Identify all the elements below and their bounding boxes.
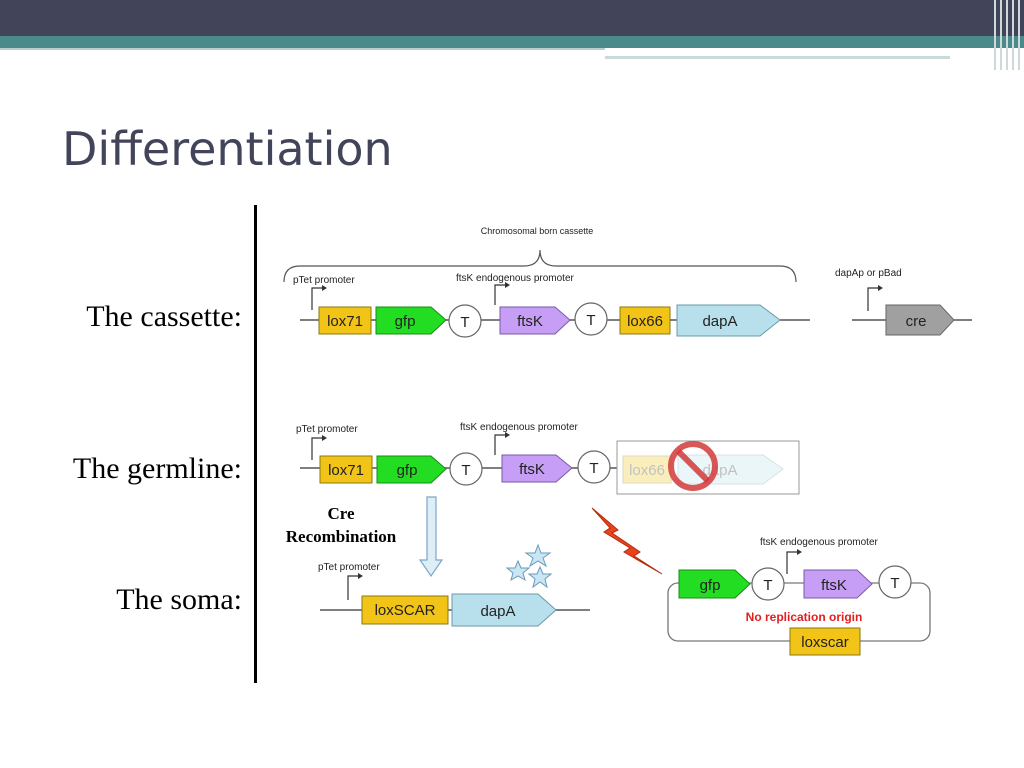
loxscar-box — [789, 627, 861, 656]
brace-label: Chromosomal born cassette — [481, 226, 594, 236]
terminator — [577, 450, 611, 484]
germline-row: pTet promoter ftsK endogenous promoter l… — [296, 422, 800, 495]
cre-gene — [885, 304, 955, 336]
cre-recombination-line2: Recombination — [286, 527, 397, 546]
lightning-icon — [591, 507, 663, 575]
gfp-label: gfp — [700, 577, 721, 594]
promoter-arrowhead — [797, 549, 802, 555]
stars-icon — [505, 543, 553, 589]
vertical-divider — [254, 205, 257, 683]
ftsk-label: ftsK — [821, 577, 847, 594]
terminator — [449, 452, 483, 486]
gfp-label: gfp — [397, 462, 418, 479]
promoter-arrow — [494, 434, 505, 455]
gfp-gene — [376, 455, 447, 484]
terminator-label: T — [461, 462, 470, 479]
banner-underline — [0, 48, 605, 50]
gfp-gene — [678, 569, 751, 599]
faded-dapa-label: dapA — [702, 462, 737, 479]
loxscar-label: loxSCAR — [375, 602, 436, 619]
promoter-arrowhead — [878, 285, 883, 291]
dapa-gene — [676, 304, 781, 337]
terminator — [574, 302, 608, 336]
ftsk-label: ftsK — [517, 313, 543, 330]
promoter-label: ftsK endogenous promoter — [456, 273, 575, 284]
label-cassette: The cassette: — [86, 300, 242, 333]
faded-lox66-label: lox66 — [629, 462, 665, 479]
dapa-label: dapA — [702, 313, 737, 330]
terminator — [751, 567, 785, 601]
promoter-arrowhead — [358, 573, 363, 579]
prohibited-icon — [668, 441, 718, 491]
promoter-arrowhead — [505, 432, 510, 438]
terminator-label: T — [763, 577, 772, 594]
slide-title: Differentiation — [62, 122, 393, 176]
teal-banner-stripe — [0, 36, 1024, 48]
ftsk-label: ftsK — [519, 461, 545, 478]
lox71-box — [319, 455, 373, 484]
promoter-label: ftsK endogenous promoter — [460, 422, 579, 433]
cre-recombination-line1: Cre — [327, 504, 355, 523]
promoter-arrow — [311, 287, 322, 310]
terminator — [878, 565, 912, 599]
label-germline: The germline: — [72, 452, 242, 485]
promoter-label: dapAp or pBad — [835, 268, 902, 279]
promoter-arrowhead — [322, 435, 327, 441]
ftsk-gene — [501, 454, 573, 483]
promoter-arrow — [867, 287, 878, 311]
ftsk-gene — [803, 569, 873, 599]
cre-label: cre — [906, 313, 927, 330]
soma-row: pTet promoter loxSCAR dapA — [318, 543, 590, 627]
promoter-label: pTet promoter — [318, 562, 380, 573]
lox66-label: lox66 — [627, 313, 663, 330]
lox66-box — [619, 306, 671, 335]
terminator-label: T — [586, 312, 595, 329]
promoter-arrow — [347, 575, 358, 600]
plasmid-diagram: ftsK endogenous promoter gfp T ftsK T No… — [667, 537, 931, 656]
loxscar-label: loxscar — [801, 634, 849, 651]
no-origin-label: No replication origin — [746, 610, 863, 624]
faded-lox66-box — [622, 455, 672, 484]
banner-accent-line — [605, 56, 950, 59]
lox71-label: lox71 — [328, 462, 364, 479]
loxscar-box — [361, 595, 449, 625]
terminator-label: T — [890, 575, 899, 592]
promoter-label: pTet promoter — [293, 275, 355, 286]
top-banner — [0, 0, 1024, 36]
promoter-arrowhead — [505, 282, 510, 288]
promoter-arrowhead — [322, 285, 327, 291]
ftsk-gene — [499, 306, 571, 335]
cassette-row: Chromosomal born cassette pTet promoter … — [283, 226, 972, 338]
cassette-brace — [283, 249, 797, 283]
gfp-gene — [375, 306, 447, 335]
dapa-gene — [451, 593, 557, 627]
recombination-arrow — [418, 496, 444, 578]
terminator-label: T — [460, 314, 469, 331]
label-soma: The soma: — [116, 583, 242, 616]
promoter-label: pTet promoter — [296, 424, 358, 435]
lox71-box — [318, 306, 372, 335]
promoter-arrow — [494, 284, 505, 305]
dapa-label: dapA — [480, 603, 515, 620]
lox71-label: lox71 — [327, 313, 363, 330]
promoter-arrow — [311, 437, 322, 460]
promoter-arrow — [786, 551, 797, 574]
gfp-label: gfp — [395, 313, 416, 330]
corner-stripes — [992, 0, 1024, 70]
terminator-label: T — [589, 460, 598, 477]
terminator — [448, 304, 482, 338]
promoter-label: ftsK endogenous promoter — [760, 537, 879, 548]
